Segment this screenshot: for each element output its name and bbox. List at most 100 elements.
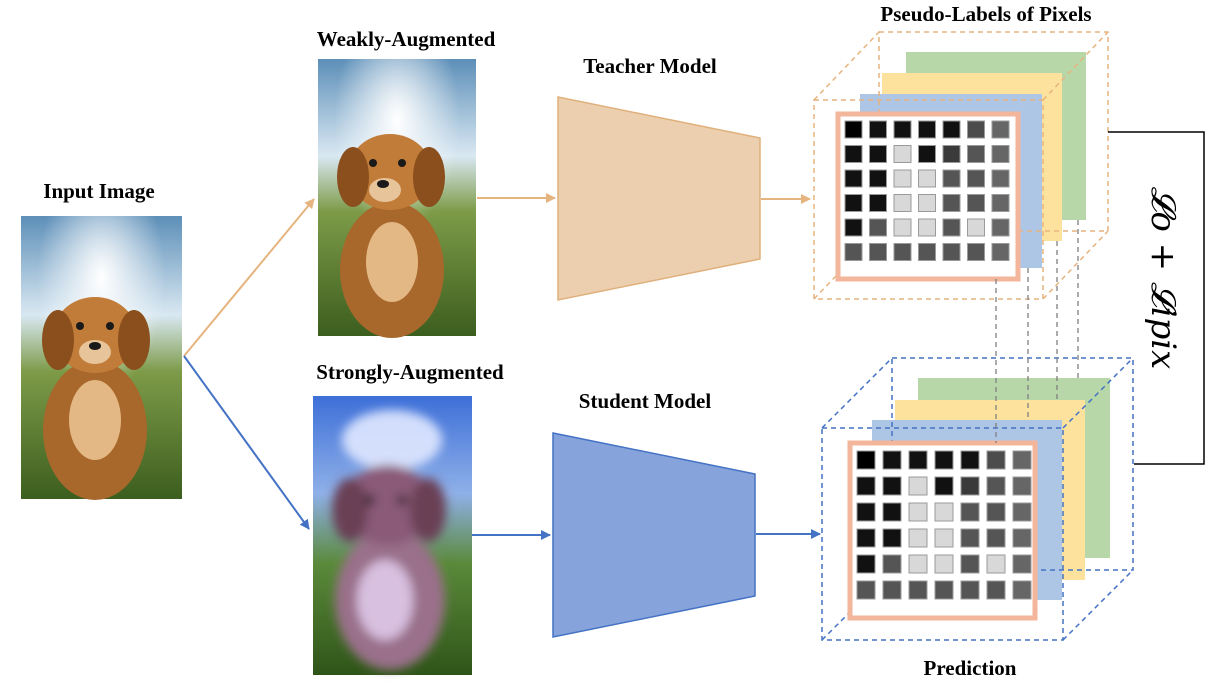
pixel-cell <box>960 450 980 470</box>
pixel-cell <box>1012 502 1032 522</box>
pseudo-label-grid <box>844 120 1010 261</box>
pixel-cell <box>1012 528 1032 548</box>
pixel-cell <box>844 145 863 163</box>
pixel-cell <box>967 194 985 212</box>
pixel-cell <box>918 194 936 212</box>
dog-icon <box>337 134 445 338</box>
pixel-cell <box>918 145 936 163</box>
pixel-cell <box>908 554 928 574</box>
pixel-cell <box>991 194 1010 212</box>
pixel-cell <box>882 502 902 522</box>
pixel-cell <box>986 528 1006 548</box>
pixel-cell <box>942 218 961 237</box>
pixel-cell <box>960 580 980 600</box>
pixel-cell <box>908 580 928 600</box>
pixel-cell <box>844 218 863 237</box>
pixel-cell <box>856 528 876 548</box>
pixel-cell <box>856 450 876 470</box>
pixel-cell <box>856 580 876 600</box>
pixel-cell <box>934 580 954 600</box>
pixel-cell <box>869 120 887 139</box>
pixel-cell <box>991 169 1010 188</box>
blurred-dog-icon <box>332 410 446 670</box>
pixel-cell <box>934 476 954 496</box>
pixel-cell <box>960 554 980 574</box>
pixel-cell <box>908 502 928 522</box>
prediction-label: Prediction <box>924 656 1017 680</box>
pseudo-labels-label: Pseudo-Labels of Pixels <box>880 2 1091 26</box>
pixel-cell <box>942 243 961 261</box>
pixel-cell <box>908 476 928 496</box>
pixel-cell <box>844 243 863 261</box>
pixel-cell <box>967 169 985 188</box>
pixel-cell <box>869 145 887 163</box>
pixel-cell <box>882 476 902 496</box>
pixel-cell <box>986 502 1006 522</box>
loss-formula: 𝓛o + 𝓛ipix <box>1143 187 1183 370</box>
pixel-cell <box>869 218 887 237</box>
pixel-cell <box>882 554 902 574</box>
pixel-cell <box>942 120 961 139</box>
pixel-cell <box>893 145 912 163</box>
teacher-model-label: Teacher Model <box>583 54 717 78</box>
pixel-cell <box>967 120 985 139</box>
dog-icon <box>42 297 150 500</box>
student-model-block <box>552 432 756 638</box>
pixel-cell <box>856 554 876 574</box>
pixel-cell <box>844 194 863 212</box>
pixel-cell <box>918 218 936 237</box>
pixel-cell <box>908 450 928 470</box>
prediction-grid <box>856 450 1032 600</box>
pixel-cell <box>893 169 912 188</box>
pixel-cell <box>967 218 985 237</box>
pixel-cell <box>908 528 928 548</box>
pixel-cell <box>893 243 912 261</box>
pixel-cell <box>934 528 954 548</box>
input-image-label: Input Image <box>43 179 154 203</box>
pixel-cell <box>844 120 863 139</box>
pixel-cell <box>893 194 912 212</box>
input-image <box>21 216 182 500</box>
pixel-cell <box>986 554 1006 574</box>
pixel-cell <box>918 120 936 139</box>
pixel-cell <box>960 528 980 548</box>
pixel-cell <box>893 120 912 139</box>
pixel-cell <box>960 476 980 496</box>
pixel-cell <box>991 243 1010 261</box>
pixel-cell <box>882 580 902 600</box>
pixel-cell <box>1012 554 1032 574</box>
pixel-cell <box>934 554 954 574</box>
pixel-cell <box>960 502 980 522</box>
pixel-cell <box>991 145 1010 163</box>
pixel-cell <box>991 218 1010 237</box>
arrow-input-to-weak <box>183 198 315 357</box>
strongly-augmented-image <box>313 396 472 675</box>
correspondence-lines <box>995 220 1079 443</box>
weakly-augmented-label: Weakly-Augmented <box>317 27 496 51</box>
pixel-cell <box>918 169 936 188</box>
pixel-cell <box>942 145 961 163</box>
pixel-cell <box>991 120 1010 139</box>
pseudo-labels-cube <box>813 31 1109 300</box>
pixel-cell <box>893 218 912 237</box>
pixel-cell <box>1012 450 1032 470</box>
strongly-augmented-label: Strongly-Augmented <box>316 360 504 384</box>
teacher-model-block <box>557 96 761 301</box>
pixel-cell <box>967 243 985 261</box>
pixel-cell <box>844 169 863 188</box>
pixel-cell <box>869 169 887 188</box>
pixel-cell <box>869 243 887 261</box>
pixel-cell <box>934 502 954 522</box>
student-model-label: Student Model <box>579 389 712 413</box>
pixel-cell <box>856 476 876 496</box>
pixel-cell <box>882 528 902 548</box>
prediction-cube <box>821 357 1134 641</box>
pixel-cell <box>1012 476 1032 496</box>
pixel-cell <box>986 476 1006 496</box>
pixel-cell <box>918 243 936 261</box>
weakly-augmented-image <box>318 59 476 338</box>
pixel-cell <box>986 580 1006 600</box>
pixel-cell <box>882 450 902 470</box>
arrow-input-to-strong <box>183 355 310 530</box>
pixel-cell <box>942 169 961 188</box>
